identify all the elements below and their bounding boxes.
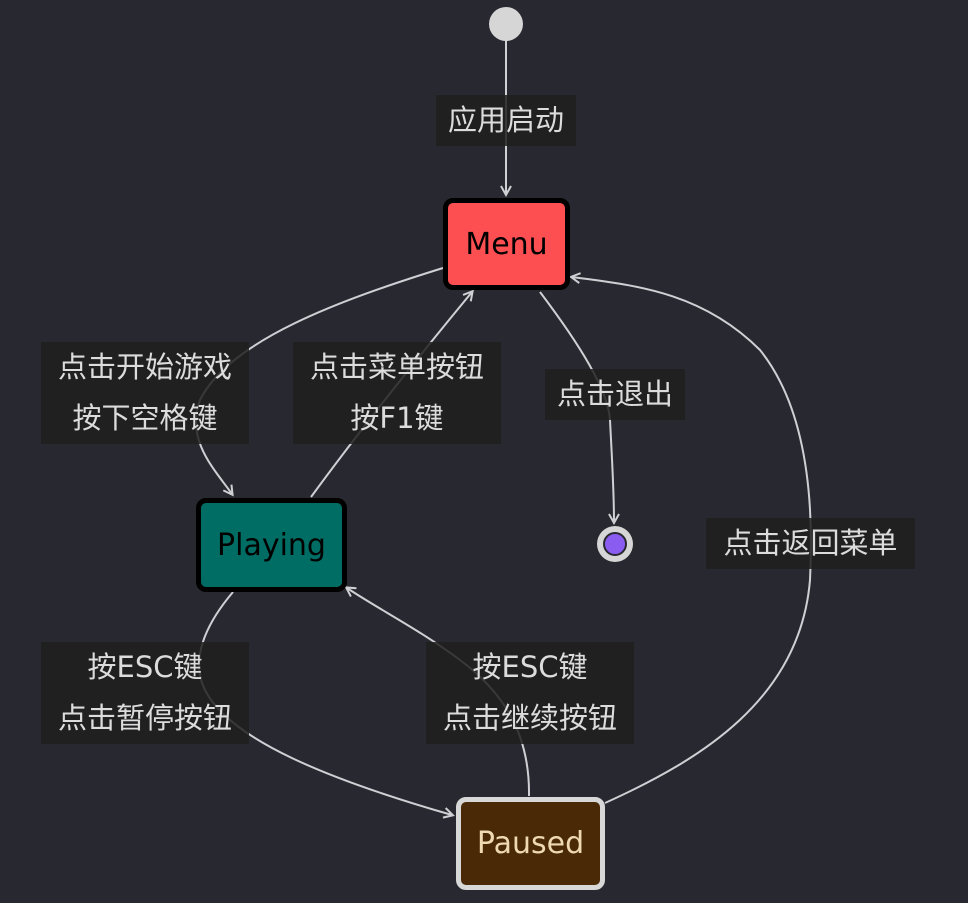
- label-app-start-text: 应用启动: [447, 103, 564, 137]
- edge-paused-to-menu: [572, 277, 812, 804]
- label-click-menu-button: 点击菜单按钮: [309, 350, 484, 384]
- label-click-pause-button: 点击暂停按钮: [57, 701, 232, 735]
- label-press-space: 按下空格键: [72, 401, 218, 435]
- label-paused-to-menu: 点击返回菜单: [706, 518, 915, 569]
- state-paused[interactable]: Paused: [456, 797, 605, 890]
- label-menu-to-playing: 点击开始游戏 按下空格键: [41, 342, 249, 444]
- label-click-continue-button: 点击继续按钮: [442, 701, 617, 735]
- label-playing-to-paused: 按ESC键 点击暂停按钮: [41, 642, 249, 744]
- state-menu[interactable]: Menu: [443, 198, 570, 290]
- final-state-marker: [597, 526, 633, 562]
- state-paused-label: Paused: [476, 826, 585, 861]
- initial-state-marker: [489, 7, 523, 41]
- state-playing-label: Playing: [217, 527, 326, 563]
- label-menu-to-end: 点击退出: [545, 369, 685, 420]
- label-click-start-game: 点击开始游戏: [57, 350, 232, 384]
- label-playing-to-menu: 点击菜单按钮 按F1键: [293, 342, 501, 444]
- label-paused-to-playing: 按ESC键 点击继续按钮: [426, 642, 634, 744]
- label-press-esc-resume: 按ESC键: [472, 650, 588, 684]
- label-click-back-to-menu: 点击返回菜单: [723, 526, 898, 560]
- final-state-core: [603, 532, 627, 556]
- state-menu-label: Menu: [465, 226, 548, 262]
- label-click-exit: 点击退出: [556, 377, 673, 411]
- label-press-esc-pause: 按ESC键: [87, 650, 203, 684]
- label-app-start: 应用启动: [436, 95, 576, 146]
- state-playing[interactable]: Playing: [196, 498, 347, 592]
- label-press-f1: 按F1键: [350, 401, 444, 435]
